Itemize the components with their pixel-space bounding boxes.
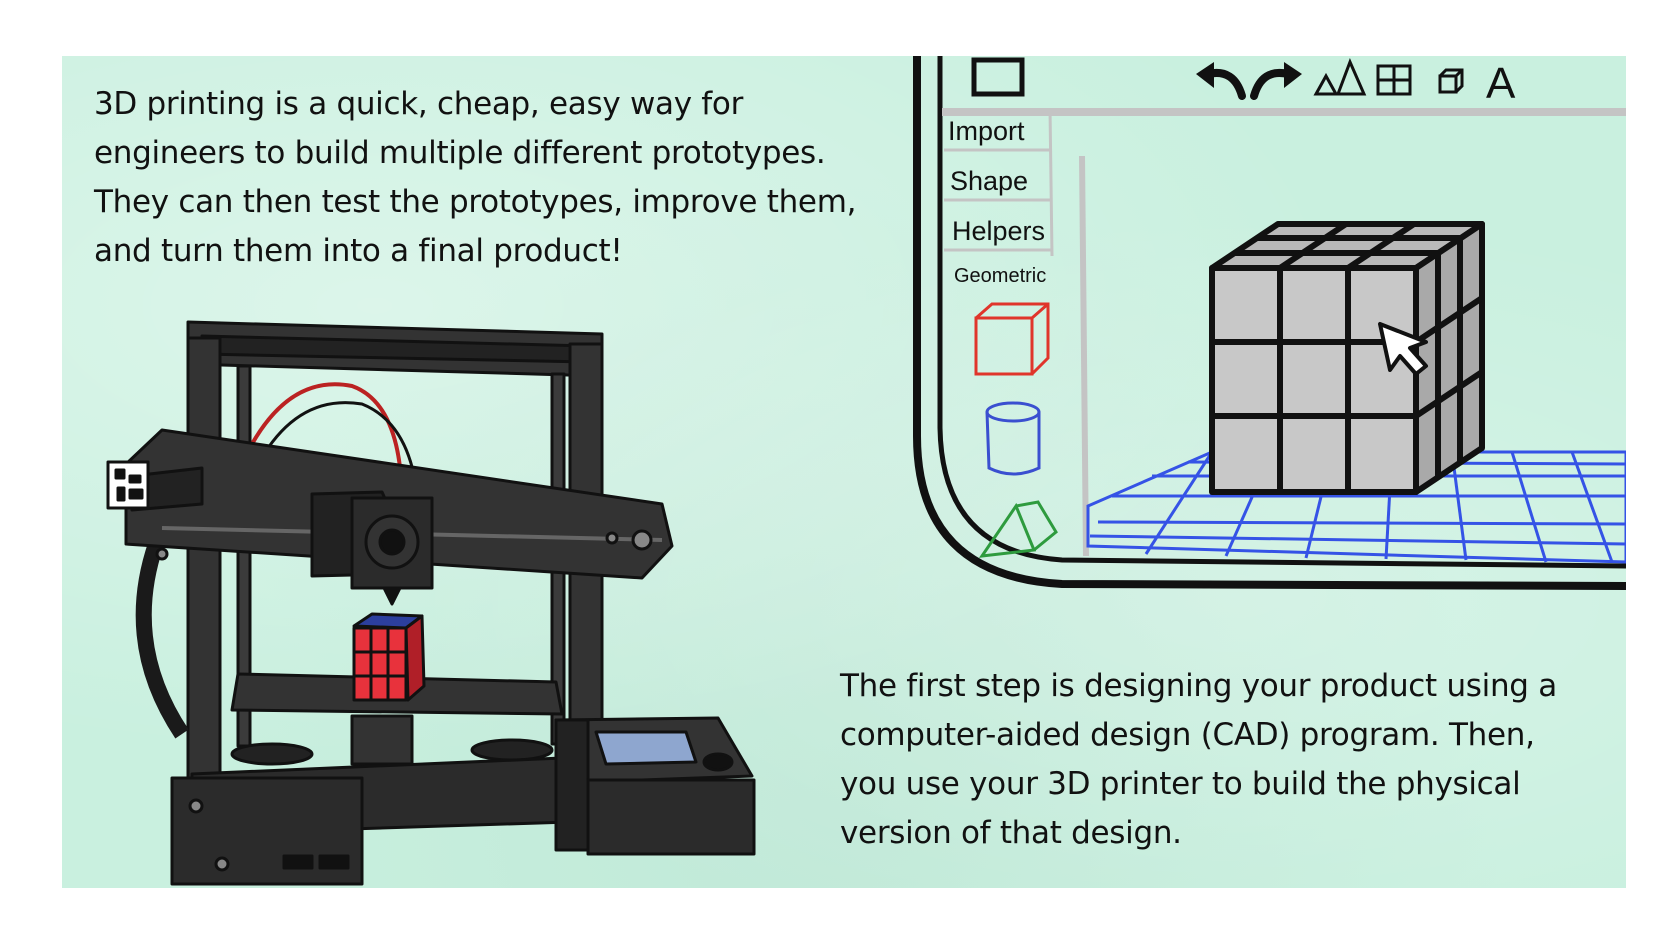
cube-model[interactable]	[1209, 221, 1485, 495]
redo-icon[interactable]	[1250, 62, 1302, 100]
prism-shape-icon[interactable]	[978, 500, 1058, 558]
3d-printer-illustration	[106, 320, 756, 886]
cursor-arrow-icon	[1378, 322, 1428, 376]
cube-shape-icon[interactable]	[974, 302, 1050, 376]
steps-text: The first step is designing your product…	[840, 668, 1557, 851]
grid-icon[interactable]	[1376, 64, 1412, 96]
square-outline-icon[interactable]	[971, 57, 1025, 97]
menu-geometric: Geometric	[954, 265, 1046, 287]
menu-shape[interactable]: Shape	[950, 166, 1028, 196]
small-cube-icon[interactable]	[1438, 68, 1464, 94]
printed-cube	[352, 612, 426, 702]
menu-import[interactable]: Import	[948, 116, 1025, 146]
cylinder-shape-icon[interactable]	[985, 401, 1041, 476]
undo-icon[interactable]	[1196, 62, 1246, 100]
text-a-icon[interactable]: A	[1486, 59, 1516, 108]
illustration-panel: 3D printing is a quick, cheap, easy way …	[62, 56, 1626, 888]
triangles-icon[interactable]	[1313, 58, 1367, 96]
menu-helpers[interactable]: Helpers	[952, 216, 1045, 246]
intro-text: 3D printing is a quick, cheap, easy way …	[94, 86, 857, 269]
cad-screen-illustration: A Import Shape Helpers Geometric	[913, 56, 1626, 590]
